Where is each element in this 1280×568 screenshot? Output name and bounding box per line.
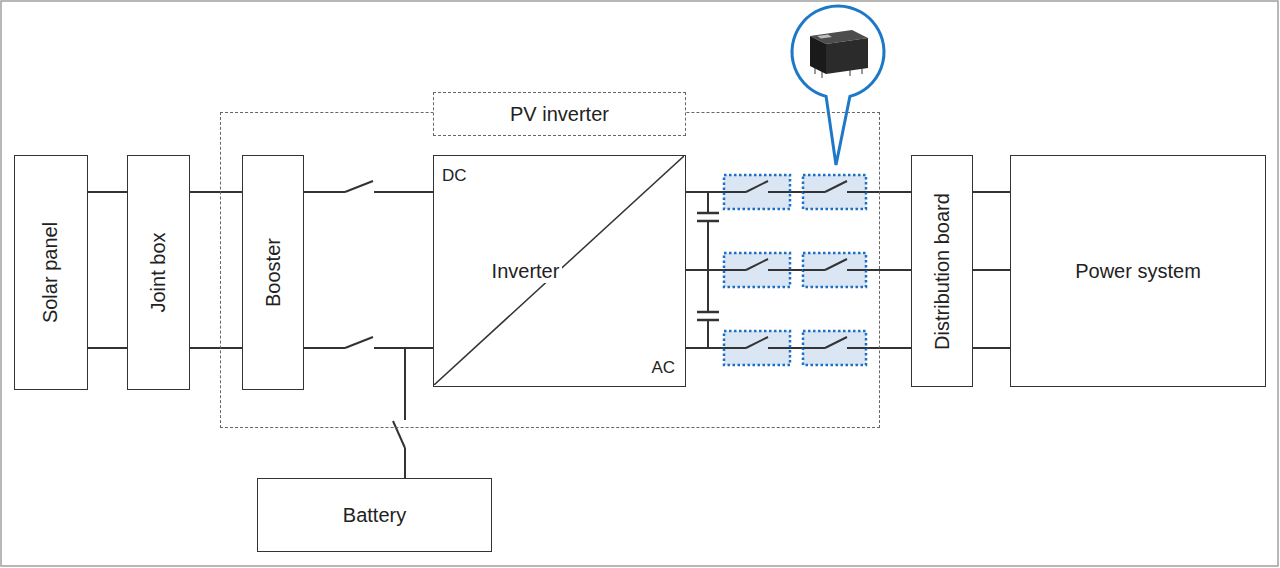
- relay-wire: [847, 347, 866, 349]
- capacitor-plate: [697, 220, 719, 223]
- relay-wire: [768, 269, 790, 271]
- node-label: AC: [651, 358, 675, 378]
- node-label: Joint box: [147, 232, 170, 312]
- capacitor-plate: [697, 311, 719, 314]
- relay-highlight: [803, 253, 866, 287]
- wire-connector: [190, 347, 242, 349]
- relay-highlight: [803, 331, 866, 365]
- component-box: Distribution board: [911, 155, 973, 387]
- relay-picture: [810, 30, 868, 78]
- wire-connector: [405, 348, 433, 478]
- relay-wire: [847, 191, 866, 193]
- node-label: Booster: [262, 238, 285, 307]
- wire-connector: [88, 191, 127, 193]
- node-label: Inverter: [489, 260, 563, 283]
- component-box: Solar panel: [14, 155, 88, 390]
- relay-wire: [768, 347, 790, 349]
- relay-contact: [825, 259, 847, 270]
- component-box: Booster: [242, 155, 304, 390]
- circuit-symbols: [345, 6, 884, 448]
- relay-pin: [849, 70, 851, 76]
- component-box: Power system: [1010, 155, 1266, 387]
- relay-contact: [746, 337, 768, 348]
- relay-contact: [825, 337, 847, 348]
- switch-symbol: [393, 421, 405, 448]
- relay-highlight: [803, 175, 866, 209]
- relay-highlight: [724, 175, 790, 209]
- wire-connector: [973, 191, 1010, 193]
- relay-marking: [817, 35, 832, 39]
- relay-wire: [724, 269, 746, 271]
- node-label: Battery: [343, 504, 406, 527]
- component-box: Battery: [257, 478, 492, 552]
- capacitor-plate: [697, 212, 719, 215]
- wire-connector: [88, 347, 127, 349]
- relay-wire: [803, 269, 825, 271]
- relay-wire: [768, 191, 790, 193]
- relay-highlight: [724, 253, 790, 287]
- group-label-box: PV inverter: [433, 92, 686, 136]
- wire-connector: [686, 191, 911, 193]
- relay-contact: [746, 181, 768, 192]
- relay-contact: [825, 181, 847, 192]
- relay-wire: [724, 191, 746, 193]
- wire-connector: [973, 269, 1010, 271]
- wire-connector: [686, 269, 911, 271]
- capacitor-gap: [702, 313, 714, 319]
- wire-connector: [973, 347, 1010, 349]
- callout-bubble: [792, 6, 884, 165]
- group-region: PV inverterBoosterDCInverterAC: [220, 112, 880, 428]
- node-label: Power system: [1075, 260, 1201, 283]
- relay-side: [826, 38, 868, 74]
- capacitor-plate: [697, 319, 719, 322]
- wire-connector: [686, 347, 911, 349]
- relay-wire: [803, 191, 825, 193]
- group-title: PV inverter: [510, 103, 609, 126]
- component-box: Joint box: [127, 155, 190, 390]
- capacitor-gap: [702, 214, 714, 220]
- relay-wire: [847, 269, 866, 271]
- diagonal-line: [434, 156, 684, 385]
- wire-connector: [190, 191, 242, 193]
- relay-wire: [724, 347, 746, 349]
- switch-symbol: [345, 181, 373, 192]
- relay-wire: [803, 347, 825, 349]
- node-label: Distribution board: [931, 193, 954, 350]
- node-label: Solar panel: [40, 222, 63, 323]
- relay-contact: [746, 259, 768, 270]
- relay-highlight: [724, 331, 790, 365]
- switch-symbol: [345, 337, 373, 348]
- node-label: DC: [442, 166, 467, 186]
- inverter-box: DC InverterAC: [433, 155, 686, 387]
- relay-front: [810, 36, 826, 74]
- switch-gap: [399, 420, 411, 448]
